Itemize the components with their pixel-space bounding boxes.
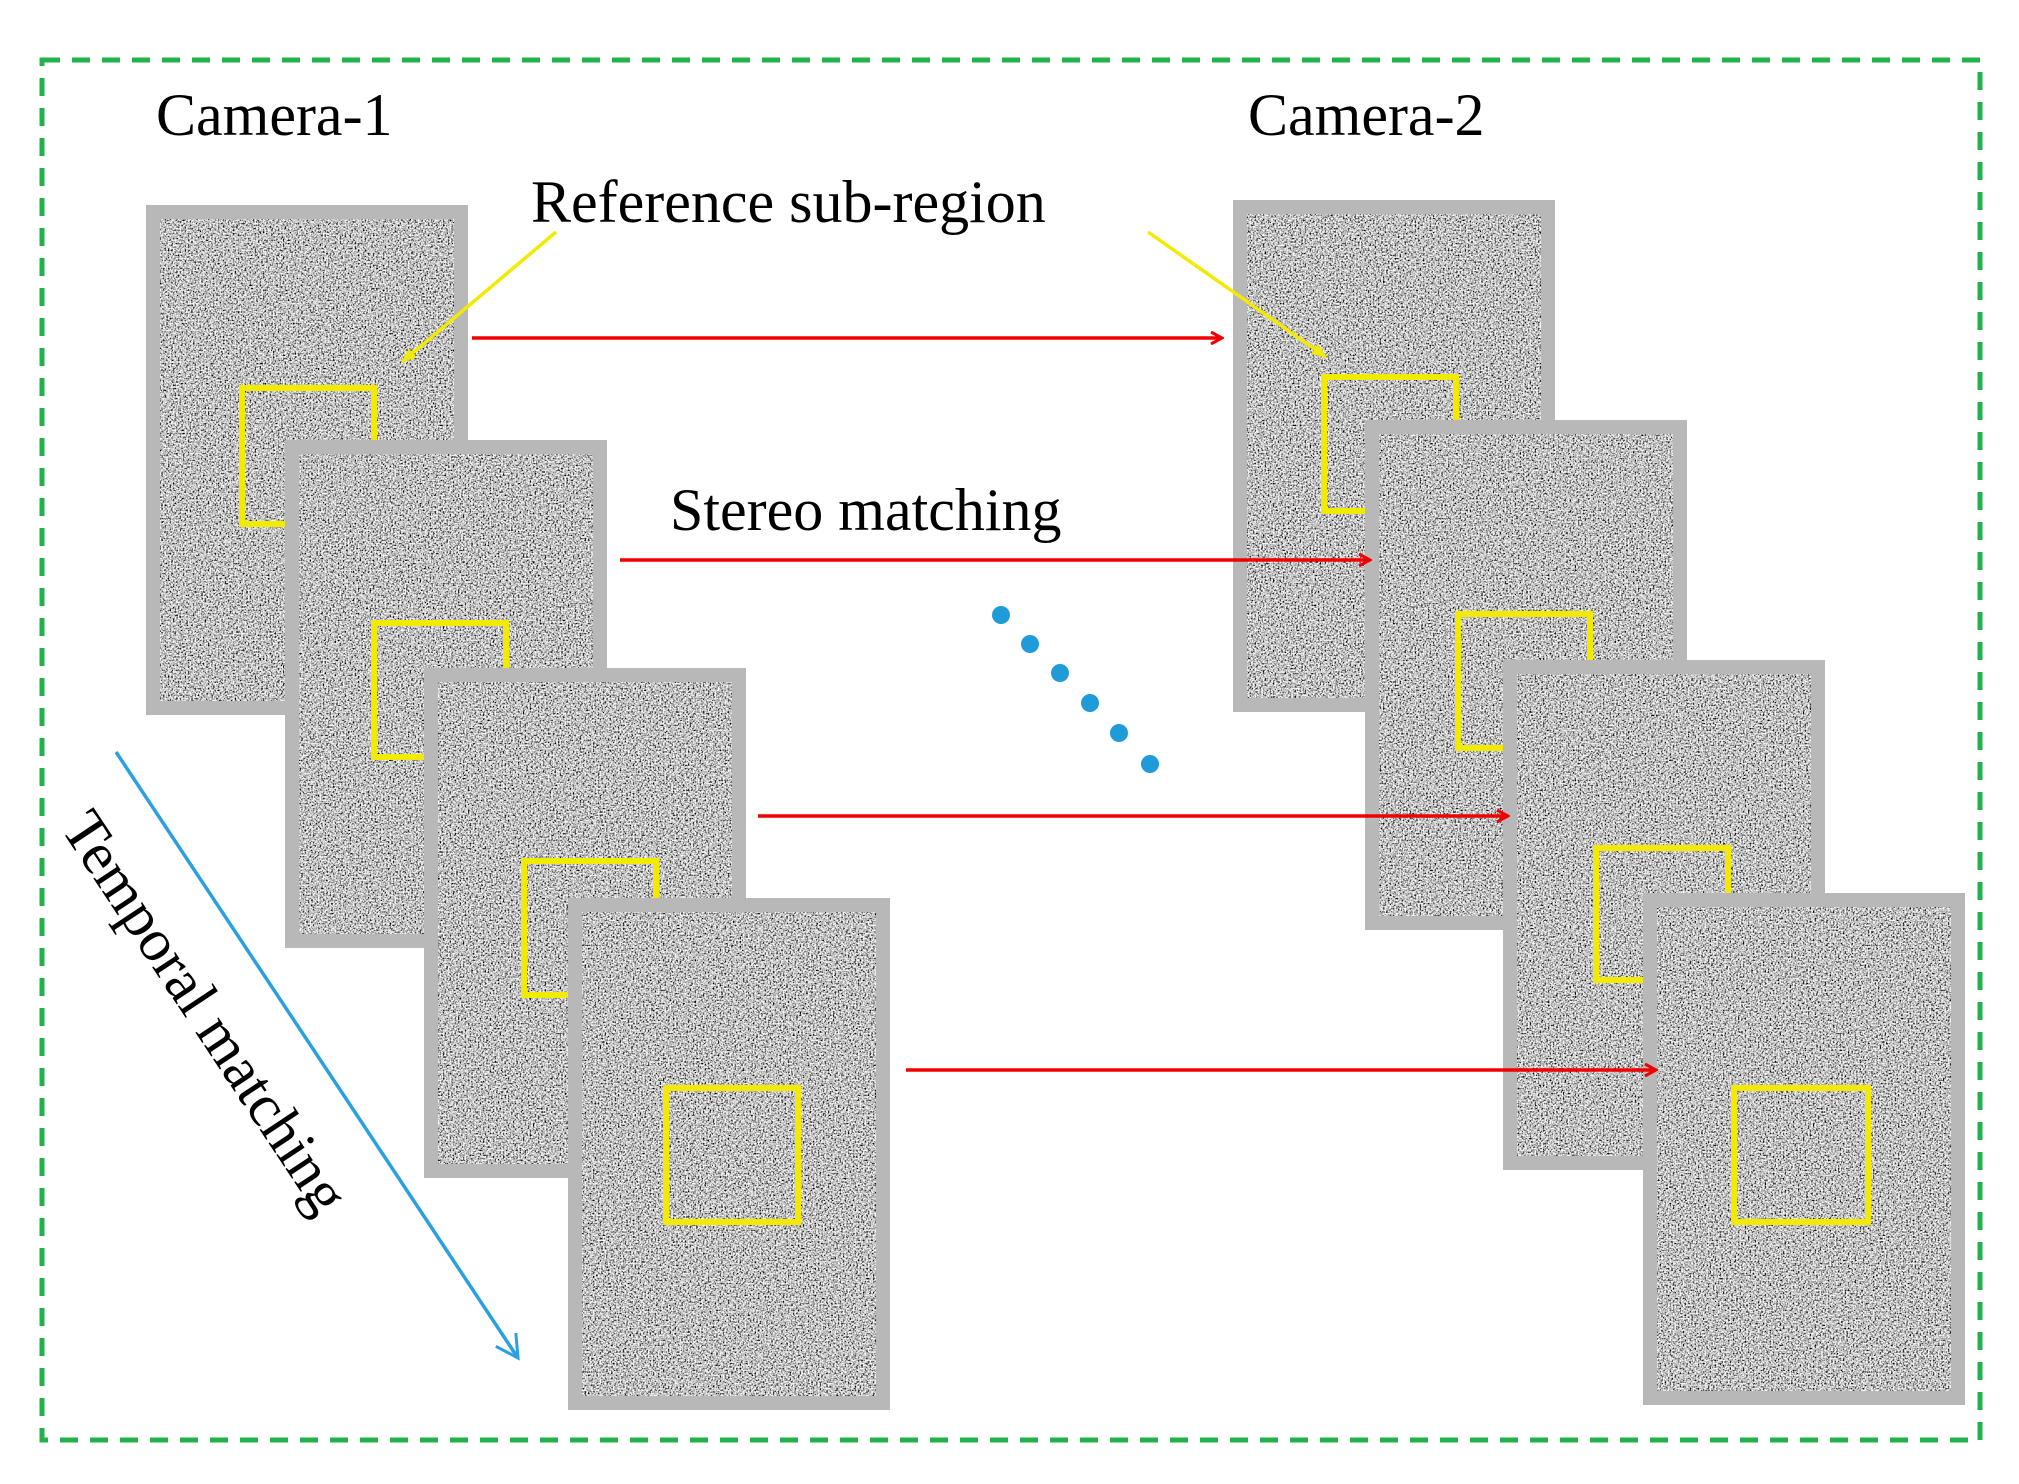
camera-1-frame-4 xyxy=(568,898,890,1410)
dashed-border xyxy=(39,57,1983,1443)
ellipsis-dot xyxy=(1141,755,1159,773)
subregion-box xyxy=(1731,1085,1871,1225)
camera-2-frame-4 xyxy=(1643,893,1965,1405)
camera-2-frame-stack xyxy=(1233,200,1965,1405)
reference-pointer-arrow xyxy=(1146,230,1328,359)
ellipsis-dot xyxy=(1081,694,1099,712)
ellipsis-dot xyxy=(992,606,1010,624)
ellipsis-dot xyxy=(1021,635,1039,653)
camera-2-label: Camera-2 xyxy=(1248,82,1485,148)
reference-pointer-arrow xyxy=(400,230,558,364)
stereo-matching-label: Stereo matching xyxy=(670,477,1062,543)
temporal-arrow xyxy=(114,751,520,1361)
ellipsis-dot xyxy=(1110,724,1128,742)
reference-subregion-label: Reference sub-region xyxy=(531,169,1046,235)
camera-1-frame-stack xyxy=(146,205,890,1410)
ellipsis-dots xyxy=(992,606,1159,773)
subregion-box xyxy=(663,1085,801,1225)
ellipsis-dot xyxy=(1051,664,1069,682)
stereo-matching-arrows xyxy=(472,338,1656,1070)
camera-1-label: Camera-1 xyxy=(156,82,393,148)
